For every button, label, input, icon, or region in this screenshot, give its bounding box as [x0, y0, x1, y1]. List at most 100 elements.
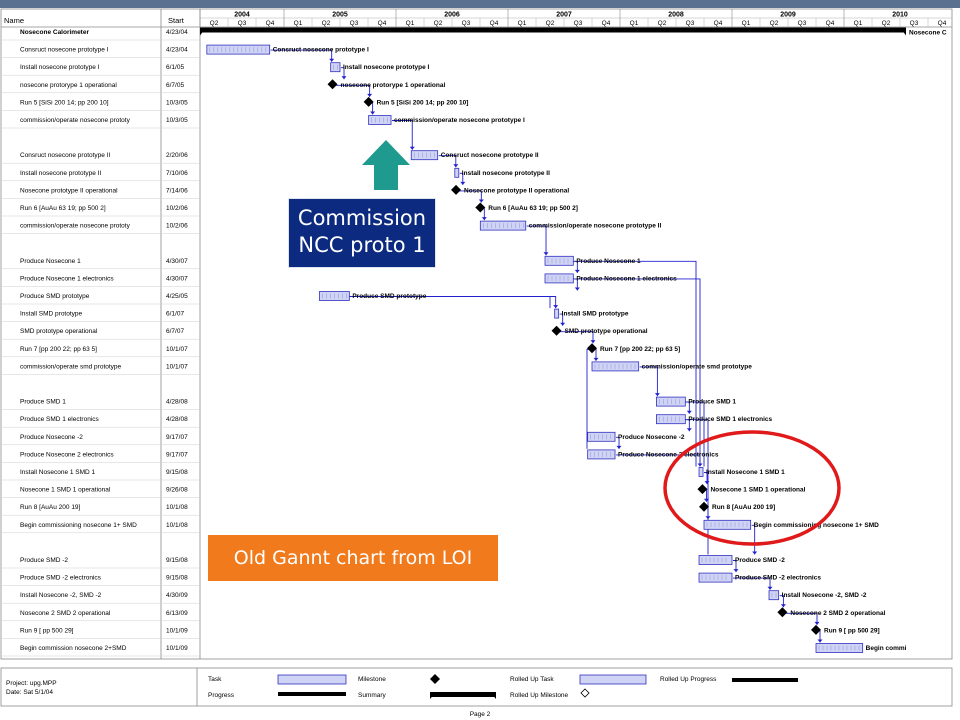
bar-label: Produce Nosecone 1 electronics: [576, 275, 677, 282]
task-name: Consruct nosecone prototype I: [20, 47, 109, 54]
dependency-link: [392, 120, 413, 150]
dependency-arrowhead: [370, 111, 376, 115]
task-name: Install nosecone prototype I: [20, 64, 100, 71]
quarter-label: Q3: [686, 20, 695, 27]
task-start-date: 10/1/09: [166, 645, 188, 652]
bar-label: nosecone protorype 1 operational: [341, 82, 446, 89]
task-name: Run 9 [ pp 500 29]: [20, 627, 74, 634]
quarter-label: Q3: [350, 20, 359, 27]
quarter-label: Q4: [602, 20, 611, 27]
dependency-link: [270, 49, 333, 62]
legend-progress-label: Progress: [208, 692, 235, 699]
teal-up-arrow: [362, 140, 410, 190]
task-bar: [544, 255, 574, 266]
dependency-link: [526, 225, 547, 256]
milestone-diamond: [697, 484, 708, 495]
dependency-arrowhead: [733, 569, 739, 573]
bar-label: Produce Nosecone -2: [618, 434, 685, 441]
task-bar: [587, 431, 616, 442]
bar-label: Produce SMD prototype: [352, 293, 426, 300]
milestone-diamond: [699, 501, 709, 512]
task-name: Run 7 [pp 200 22; pp 63 5]: [20, 346, 97, 353]
quarter-label: Q2: [546, 20, 555, 27]
dependency-arrowhead: [367, 93, 373, 97]
task-start-date: 4/28/08: [166, 416, 188, 423]
task-name: Produce Nosecone 1 electronics: [20, 275, 114, 282]
dependency-link: [616, 436, 620, 449]
task-bar: [591, 361, 640, 372]
task-name: Install nosecone prototype II: [20, 170, 101, 177]
dependency-arrowhead: [616, 445, 622, 449]
task-name: nosecone protorype 1 operational: [20, 82, 117, 89]
dependency-arrowhead: [409, 146, 415, 150]
task-start-date: 10/2/06: [166, 223, 188, 230]
bar-label: Install SMD prototype: [562, 311, 629, 318]
milestone-diamond: [363, 96, 374, 107]
quarter-label: Q2: [210, 20, 219, 27]
bar-label: Nosecone prototype II operational: [464, 187, 569, 194]
bar-label: Produce Nosecone 2 electronics: [618, 451, 719, 458]
summary-bar: [200, 27, 906, 33]
legend-rolled-task-swatch: [579, 674, 647, 685]
quarter-label: Q4: [378, 20, 387, 27]
task-start-date: 9/17/07: [166, 451, 188, 458]
task-start-date: 6/1/05: [166, 64, 184, 71]
year-label-2005: 2005: [332, 12, 348, 19]
bar-label: Install nosecone prototype II: [462, 170, 550, 177]
dependency-arrowhead: [574, 269, 580, 273]
year-label-2006: 2006: [444, 12, 460, 19]
quarter-label: Q1: [630, 20, 639, 27]
task-name: Install Nosecone -2, SMD -2: [20, 592, 102, 599]
task-start-date: 9/15/08: [166, 575, 188, 582]
task-start-date: 10/1/07: [166, 346, 188, 353]
footer-project: Project: upg.MPP: [6, 680, 57, 687]
task-start-date: 4/28/08: [166, 399, 188, 406]
quarter-label: Q3: [798, 20, 807, 27]
bar-label: Run 6 [AuAu 63 19; pp 500 2]: [488, 205, 578, 212]
legend-milestone-swatch: [430, 674, 440, 684]
task-start-date: 9/26/08: [166, 487, 188, 494]
milestone-diamond: [777, 607, 788, 618]
milestone-diamond: [475, 202, 486, 213]
task-start-date: 9/15/08: [166, 557, 188, 564]
task-name: Produce Nosecone 2 electronics: [20, 451, 114, 458]
dependency-arrowhead: [553, 305, 559, 309]
quarter-label: Q1: [406, 20, 415, 27]
task-name: Produce SMD 1: [20, 399, 66, 406]
bar-label: Install nosecone prototype I: [343, 64, 430, 71]
bar-label: Produce SMD -2 electronics: [735, 575, 821, 582]
dependency-link: [573, 260, 697, 467]
quarter-label: Q3: [238, 20, 247, 27]
task-name: Begin commissioning nosecone 1+ SMD: [20, 522, 137, 529]
quarter-label: Q1: [854, 20, 863, 27]
summary-end-cap: [900, 27, 906, 36]
dependency-arrowhead: [686, 428, 692, 432]
task-name: Produce SMD -2: [20, 557, 68, 564]
dependency-arrowhead: [478, 199, 484, 203]
year-label-2008: 2008: [668, 12, 684, 19]
year-label-2004: 2004: [234, 12, 250, 19]
bar-label: Run 9 [ pp 500 29]: [824, 627, 880, 634]
dependency-arrowhead: [817, 639, 823, 643]
task-bar: [815, 643, 864, 653]
dependency-link: [733, 577, 771, 590]
task-bar: [698, 555, 733, 565]
bar-label: commission/operate smd prototype: [642, 363, 753, 370]
legend-summary-swatch: [430, 692, 496, 697]
task-bar: [768, 590, 780, 601]
dependency-arrowhead: [329, 58, 335, 62]
task-bar: [330, 62, 341, 73]
task-name: commission/operate nosecone prototy: [20, 223, 131, 230]
dependency-link: [559, 313, 564, 326]
dependency-link: [341, 67, 345, 80]
task-start-date: 2/20/06: [166, 152, 188, 159]
quarter-label: Q1: [518, 20, 527, 27]
quarter-label: Q4: [938, 20, 947, 27]
task-start-date: 4/23/04: [166, 29, 188, 36]
summary-start-cap: [200, 27, 206, 36]
footer-page-number: Page 2: [470, 711, 491, 718]
bar-label: Run 5 [SiSi 200 14; pp 200 10]: [377, 99, 469, 106]
dependency-arrowhead: [543, 252, 549, 256]
